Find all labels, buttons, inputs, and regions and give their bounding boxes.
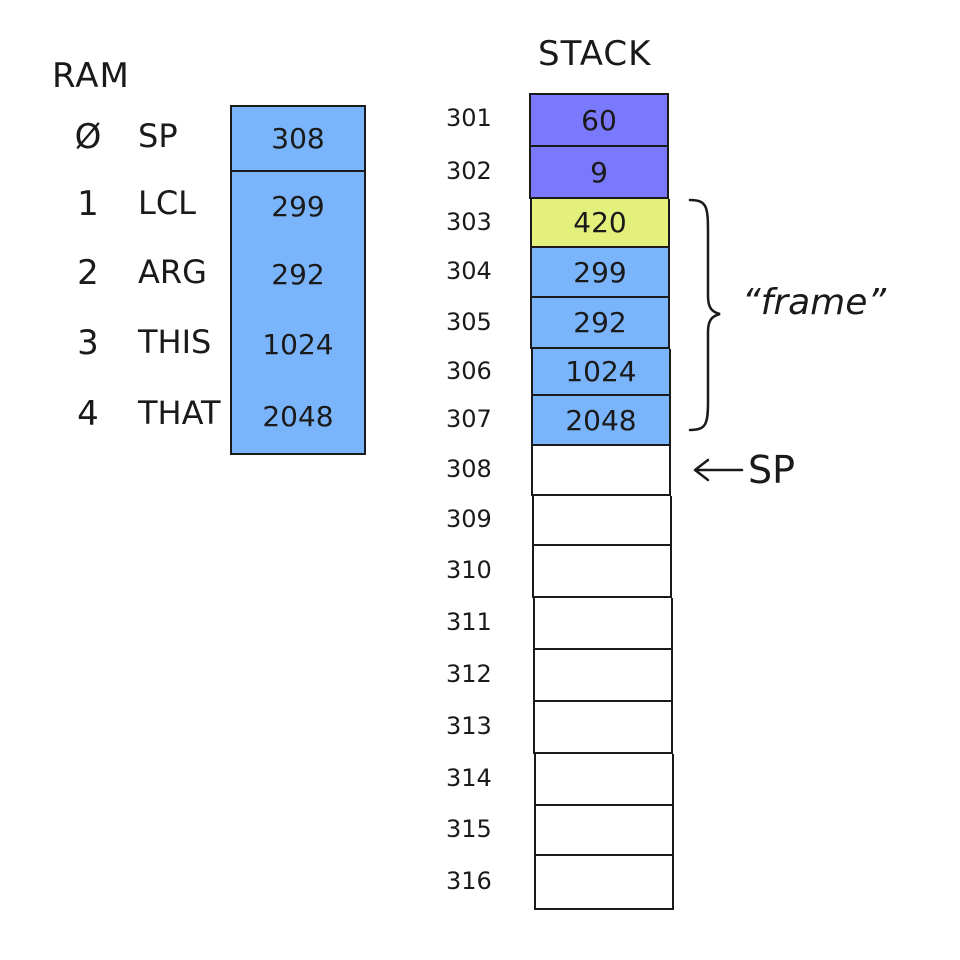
ram-index: Ø — [74, 116, 102, 157]
ram-register-name: SP — [138, 116, 178, 155]
frame-label: “frame” — [742, 282, 887, 323]
ram-register-name: THIS — [138, 322, 212, 361]
stack-address: 315 — [446, 815, 492, 843]
stack-address: 302 — [446, 157, 492, 185]
ram-register-name: LCL — [138, 184, 196, 222]
ram-index: 1 — [77, 184, 99, 224]
stack-address: 308 — [446, 455, 492, 483]
stack-cell — [532, 496, 672, 546]
ram-value-cell: 1024 — [230, 309, 366, 383]
stack-cell — [531, 446, 671, 496]
stack-address: 304 — [446, 257, 492, 285]
stack-cell — [534, 856, 674, 910]
sp-pointer-label: SP — [748, 448, 796, 492]
ram-value-cell: 2048 — [230, 380, 366, 455]
stack-address: 309 — [446, 505, 492, 533]
stack-cell: 299 — [530, 248, 670, 298]
stack-address: 303 — [446, 207, 492, 236]
stack-cell — [534, 806, 674, 856]
ram-value-cell: 299 — [230, 172, 366, 243]
stack-address: 313 — [446, 712, 492, 740]
stack-cell — [532, 546, 672, 598]
ram-title: RAM — [52, 56, 130, 96]
ram-value-cell: 292 — [230, 240, 366, 312]
ram-value-cell: 308 — [230, 105, 366, 172]
stack-address: 301 — [446, 104, 492, 132]
stack-cell: 292 — [530, 298, 670, 349]
stack-address: 314 — [446, 764, 492, 792]
stack-address: 306 — [446, 356, 492, 385]
ram-register-name: ARG — [138, 252, 207, 291]
ram-register-name: THAT — [138, 394, 221, 432]
ram-index: 4 — [77, 394, 99, 434]
stack-cell: 1024 — [531, 349, 671, 396]
stack-cell: 2048 — [531, 396, 671, 446]
stack-cell — [533, 598, 673, 650]
stack-cell: 420 — [530, 199, 670, 248]
stack-address: 316 — [446, 867, 492, 895]
stack-address: 305 — [446, 307, 492, 336]
stack-cell — [534, 754, 674, 806]
stack-address: 307 — [446, 405, 492, 433]
frame-brace — [688, 198, 721, 432]
stack-cell — [533, 702, 673, 754]
stack-address: 310 — [446, 556, 492, 584]
stack-cell — [533, 650, 673, 702]
stack-cell: 9 — [529, 147, 669, 199]
stack-address: 311 — [446, 608, 492, 636]
stack-cell: 60 — [529, 93, 669, 147]
stack-title: STACK — [538, 34, 652, 74]
ram-index: 2 — [77, 252, 99, 293]
sp-arrow-icon — [693, 458, 744, 482]
stack-address: 312 — [446, 660, 492, 688]
ram-index: 3 — [77, 322, 99, 363]
